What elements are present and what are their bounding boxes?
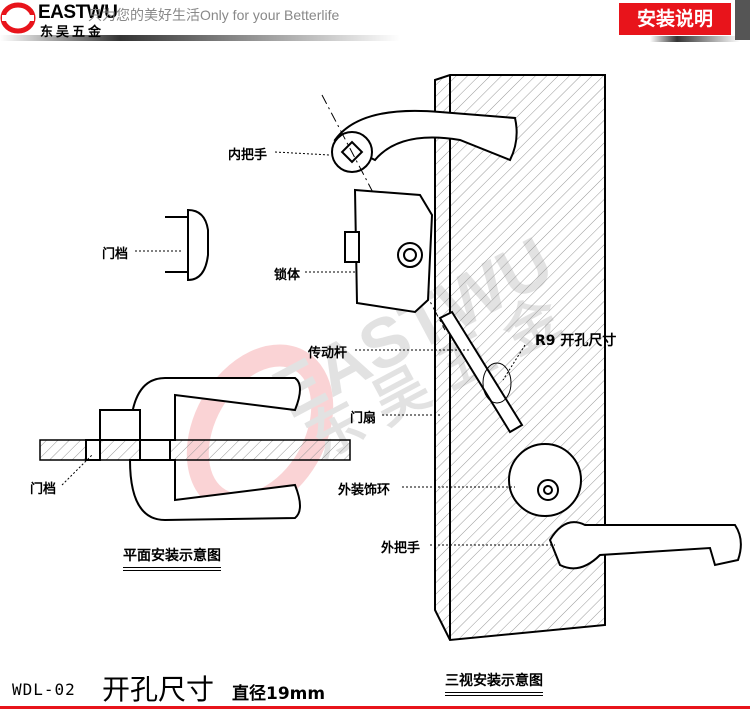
- hole-size-title: 开孔尺寸: [102, 673, 215, 706]
- slogan: 只为您的美好生活Only for your Betterlife: [88, 7, 340, 23]
- label-door-leaf: 门扇: [350, 411, 377, 426]
- header-decoration: [0, 0, 750, 42]
- install-instructions-badge: 安装说明: [619, 3, 731, 35]
- bottom-accent-bar: [0, 706, 750, 709]
- door-stop-top-drawing: [165, 208, 209, 282]
- outer-ring-drawing: [508, 443, 582, 517]
- drive-rod-drawing: [438, 310, 524, 434]
- brand-logo-cn: 东吴五金: [40, 25, 105, 40]
- label-drive-rod: 传动杆: [308, 346, 348, 361]
- caption-plan-view: 平面安装示意图: [123, 545, 221, 571]
- logo-icon: [0, 2, 36, 34]
- caption-three-view: 三视安装示意图: [445, 670, 543, 696]
- label-outer-ring: 外装饰环: [338, 483, 391, 498]
- model-number: WDL-02: [12, 680, 76, 699]
- leader-lines: [61, 151, 555, 546]
- label-lock-body: 锁体: [274, 268, 301, 283]
- label-hole-size: R9 开孔尺寸: [535, 333, 617, 349]
- label-inner-handle: 内把手: [228, 148, 268, 163]
- label-door-stop-left: 门档: [30, 482, 57, 497]
- plan-view-drawing: [39, 377, 351, 522]
- hole-size-detail: 直径19mm: [232, 684, 326, 704]
- brand-logo: EASTWU: [38, 2, 118, 23]
- lock-body-drawing: [344, 188, 434, 314]
- outer-handle-drawing: [548, 521, 742, 570]
- label-door-stop-top: 门档: [102, 247, 129, 262]
- label-outer-handle: 外把手: [381, 541, 421, 556]
